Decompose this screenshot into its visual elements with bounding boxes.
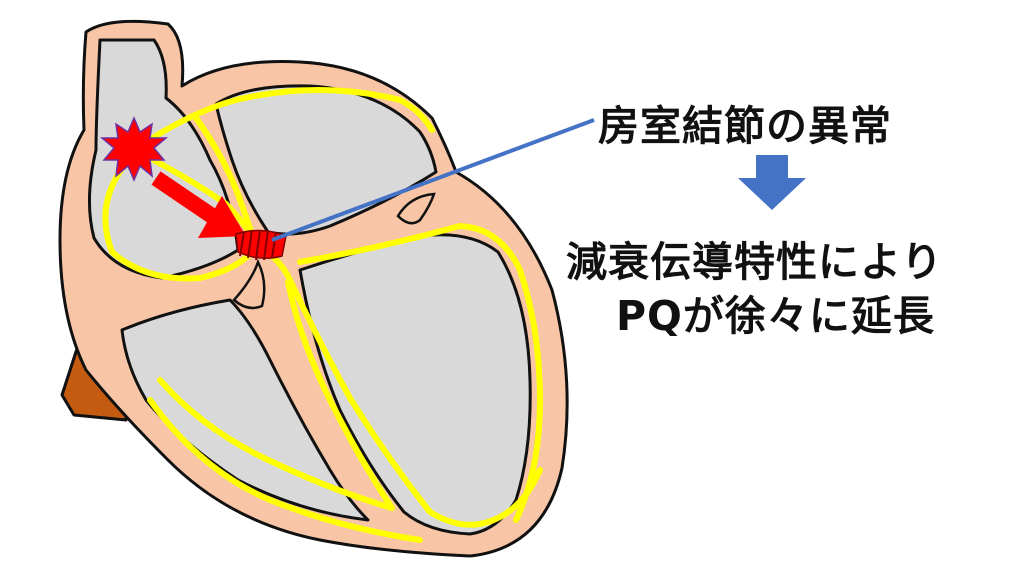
impulse-arrow [151, 171, 246, 238]
left-ventricle-chamber [298, 233, 532, 536]
down-arrow-icon [738, 155, 806, 210]
internodal-tract-posterior [102, 153, 257, 282]
purkinje-outer [147, 397, 423, 543]
purkinje-right [157, 377, 395, 511]
label-pq-prolongation: PQが徐々に延長 [616, 292, 935, 340]
left-bundle-branch [287, 277, 483, 528]
left-posterior-fascicle [297, 223, 543, 523]
tricuspid-valve-flap [232, 258, 266, 310]
internodal-tract-upper [131, 87, 435, 153]
pointer-line [271, 118, 595, 242]
label-av-node-abnormality: 房室結節の異常 [598, 102, 892, 150]
purkinje-left [477, 467, 543, 527]
right-bundle-branch [285, 279, 395, 511]
starburst-icon [99, 116, 169, 182]
label-decremental-conduction: 減衰伝導特性により [566, 238, 944, 286]
mitral-valve-leaflet [396, 192, 436, 225]
internodal-tract-middle [193, 115, 257, 243]
